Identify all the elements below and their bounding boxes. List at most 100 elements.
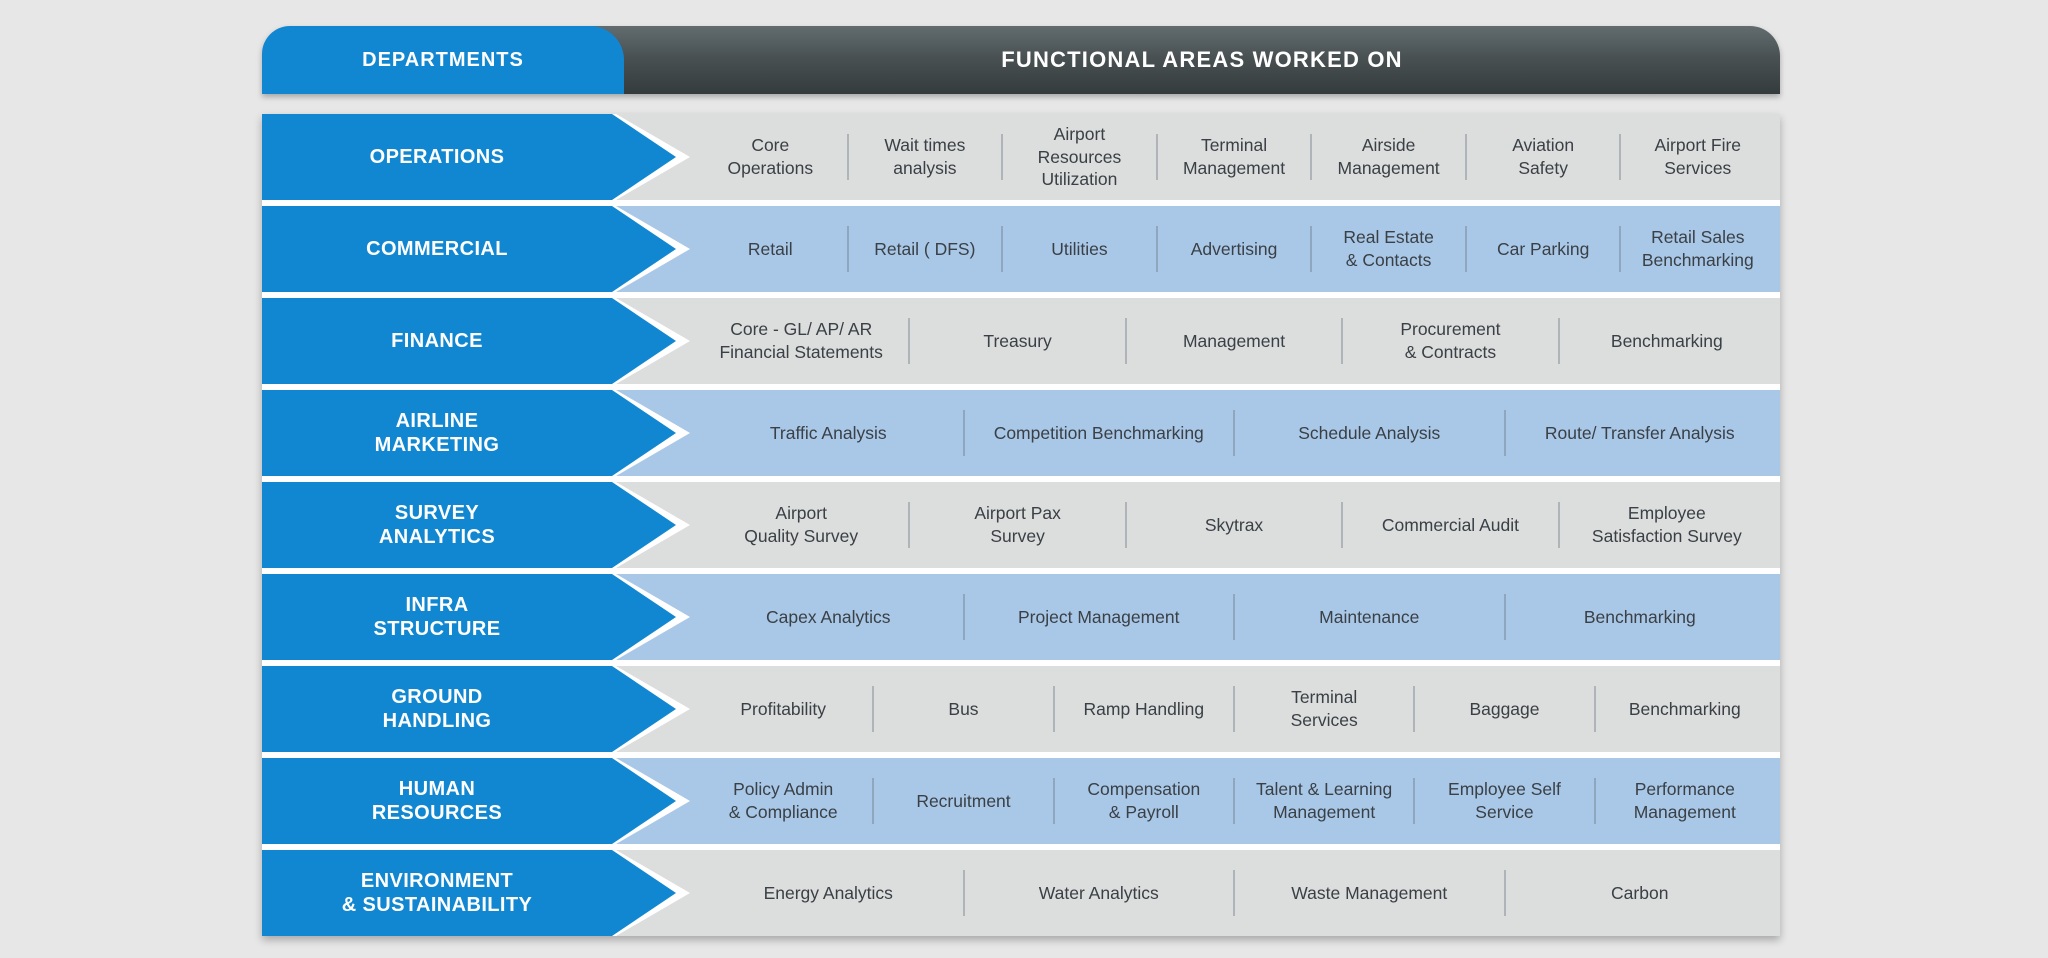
- divider: [908, 318, 911, 364]
- functional-area-item: Water Analytics: [1038, 882, 1159, 903]
- department-row-finance: FINANCE Core - GL/ AP/ AR Financial Stat…: [262, 298, 1780, 384]
- functional-areas-list: Policy Admin & Compliance Recruitment Co…: [694, 758, 1774, 844]
- divider: [1155, 134, 1158, 180]
- row-background: [616, 666, 1780, 752]
- row-background: [616, 298, 1780, 384]
- functional-area-item: Talent & Learning Management: [1256, 779, 1393, 822]
- department-row-infrastructure: INFRA STRUCTURE Capex Analytics Project …: [262, 574, 1780, 660]
- department-row-operations: OPERATIONS Core Operations Wait times an…: [262, 114, 1780, 200]
- department-arrow: [262, 298, 676, 384]
- department-arrow: [262, 114, 676, 200]
- functional-area-item: Core Operations: [727, 135, 814, 178]
- row-background: [616, 574, 1780, 660]
- divider: [1233, 870, 1235, 916]
- divider: [962, 594, 965, 640]
- divider: [1233, 594, 1235, 640]
- department-label: GROUND HANDLING: [382, 685, 492, 732]
- divider: [1341, 502, 1344, 548]
- row-background: [616, 114, 1780, 200]
- divider: [1124, 318, 1127, 364]
- department-label: ENVIRONMENT & SUSTAINABILITY: [341, 869, 533, 916]
- functional-area-item: Project Management: [1018, 606, 1180, 627]
- divider: [1503, 594, 1506, 640]
- department-label: AIRLINE MARKETING: [374, 409, 500, 456]
- divider: [1464, 226, 1467, 272]
- functional-area-item: Terminal Services: [1290, 687, 1358, 730]
- divider: [1001, 134, 1004, 180]
- functional-area-item: Maintenance: [1319, 606, 1420, 627]
- functional-area-item: Waste Management: [1291, 882, 1448, 903]
- functional-area-item: Airport Pax Survey: [974, 503, 1061, 546]
- divider: [872, 778, 875, 824]
- functional-area-item: Route/ Transfer Analysis: [1544, 422, 1735, 443]
- divider: [1593, 686, 1596, 732]
- divider: [962, 410, 965, 456]
- functional-area-item: Benchmarking: [1610, 330, 1723, 351]
- functional-area-item: Procurement & Contracts: [1400, 319, 1501, 362]
- functional-area-item: Commercial Audit: [1381, 514, 1519, 535]
- functional-area-item: Bus: [948, 698, 979, 719]
- divider: [846, 226, 849, 272]
- functional-areas-header-label: FUNCTIONAL AREAS WORKED ON: [1001, 47, 1403, 72]
- department-label: COMMERCIAL: [366, 237, 508, 260]
- functional-area-item: Airside Management: [1337, 135, 1440, 178]
- department-arrow: [262, 666, 676, 752]
- functional-area-item: Car Parking: [1496, 238, 1590, 259]
- functional-area-item: Benchmarking: [1583, 606, 1696, 627]
- functional-areas-list: Capex Analytics Project Management Maint…: [694, 574, 1774, 660]
- row-background: [616, 758, 1780, 844]
- divider: [1052, 686, 1055, 732]
- divider: [1310, 226, 1313, 272]
- row-background: [616, 482, 1780, 568]
- departments-header-tab: [262, 26, 624, 94]
- functional-area-item: Policy Admin & Compliance: [728, 779, 838, 822]
- functional-areas-list: Energy Analytics Water Analytics Waste M…: [694, 850, 1774, 936]
- functional-area-item: Employee Self Service: [1448, 779, 1561, 822]
- divider: [1503, 410, 1506, 456]
- department-arrow: [262, 574, 676, 660]
- functional-area-item: Treasury: [983, 330, 1052, 351]
- functional-area-item: Real Estate & Contacts: [1343, 227, 1434, 270]
- department-row-environment-sustainability: ENVIRONMENT & SUSTAINABILITY Energy Anal…: [262, 850, 1780, 936]
- functional-area-item: Advertising: [1190, 238, 1278, 259]
- department-arrow: [262, 390, 676, 476]
- divider: [1593, 778, 1596, 824]
- functional-area-item: Airport Resources Utilization: [1037, 123, 1122, 190]
- divider: [846, 134, 849, 180]
- functional-area-item: Competition Benchmarking: [993, 422, 1204, 443]
- functional-area-item: Retail Sales Benchmarking: [1641, 227, 1754, 270]
- divider: [1413, 778, 1416, 824]
- functional-area-item: Core - GL/ AP/ AR Financial Statements: [719, 319, 883, 362]
- divider: [1619, 226, 1622, 272]
- row-background: [616, 850, 1780, 936]
- divider: [1619, 134, 1622, 180]
- functional-area-item: Utilities: [1051, 238, 1108, 259]
- row-background: [616, 390, 1780, 476]
- divider: [1124, 502, 1127, 548]
- rows-container: OPERATIONS Core Operations Wait times an…: [262, 114, 1780, 936]
- department-row-airline-marketing: AIRLINE MARKETING Traffic Analysis Compe…: [262, 390, 1780, 476]
- divider: [908, 502, 911, 548]
- functional-areas-header-bar: [552, 26, 1780, 94]
- functional-areas-list: Profitability Bus Ramp Handling Terminal…: [694, 666, 1774, 752]
- divider: [1233, 410, 1235, 456]
- functional-area-item: Energy Analytics: [763, 882, 893, 903]
- divider: [1155, 226, 1158, 272]
- divider: [1310, 134, 1313, 180]
- divider: [1557, 502, 1560, 548]
- functional-area-item: Retail ( DFS): [874, 238, 976, 259]
- functional-area-item: Management: [1182, 330, 1286, 351]
- functional-area-item: Ramp Handling: [1083, 698, 1205, 719]
- department-label: OPERATIONS: [369, 145, 505, 168]
- functional-areas-list: Core Operations Wait times analysis Airp…: [694, 114, 1774, 200]
- divider: [1052, 778, 1055, 824]
- department-label: SURVEY ANALYTICS: [378, 501, 496, 548]
- functional-area-item: Airport Quality Survey: [744, 503, 859, 546]
- divider: [1503, 870, 1506, 916]
- department-label: INFRA STRUCTURE: [373, 593, 501, 640]
- functional-area-item: Traffic Analysis: [769, 422, 887, 443]
- functional-area-item: Wait times analysis: [884, 135, 966, 178]
- functional-area-item: Employee Satisfaction Survey: [1591, 503, 1742, 546]
- department-arrow: [262, 482, 676, 568]
- department-row-survey-analytics: SURVEY ANALYTICS Airport Quality Survey …: [262, 482, 1780, 568]
